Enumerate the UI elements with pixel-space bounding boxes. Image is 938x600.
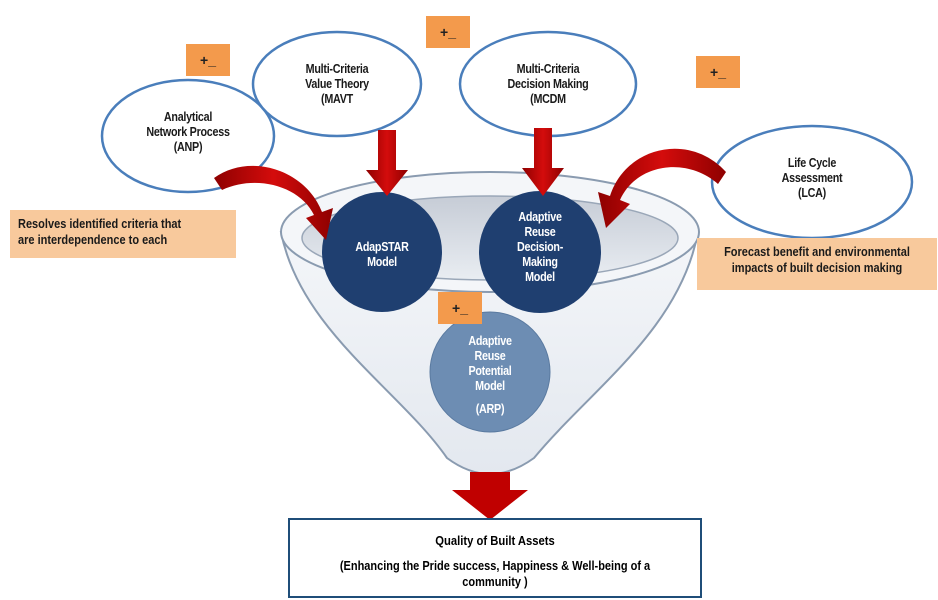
mcdm-label-line3: (MCDM xyxy=(530,92,566,106)
adapstar-label-line2: Model xyxy=(367,255,397,269)
lca-label-line3: (LCA) xyxy=(798,186,826,200)
mavt-plus-minus-badge: +_ xyxy=(426,16,470,48)
mavt-oval xyxy=(251,30,423,138)
mavt-label-line1: Multi-Criteria xyxy=(305,62,369,76)
anp-curved-arrow xyxy=(214,165,333,240)
arp-label-line3: Potential xyxy=(468,364,512,378)
arp-plus-minus-badge: +_ xyxy=(438,292,482,324)
arp-label-line4: Model xyxy=(475,379,505,393)
lca-note-line2: impacts of built decision making xyxy=(731,261,903,276)
result-box: Quality of Built Assets (Enhancing the P… xyxy=(288,518,702,598)
adapstar-circle xyxy=(322,192,442,312)
lca-label-line1: Life Cycle xyxy=(787,156,837,170)
anp-label: Analytical Network Process (ANP) xyxy=(128,110,248,155)
result-subtitle: (Enhancing the Pride success, Happiness … xyxy=(339,559,651,590)
arp-label-spacer xyxy=(447,394,533,402)
mcdm-label-line2: Decision Making xyxy=(507,77,589,91)
anp-note-line1: Resolves identified criteria that xyxy=(18,217,182,231)
lca-label: Life Cycle Assessment (LCA) xyxy=(760,156,863,201)
mavt-label-line2: Value Theory xyxy=(305,77,369,91)
mcdm-down-arrow xyxy=(522,128,564,196)
anp-label-line3: (ANP) xyxy=(173,140,203,154)
adapstar-label: AdapSTAR Model xyxy=(339,240,425,270)
output-arrow xyxy=(452,472,528,520)
mavt-label: Multi-Criteria Value Theory (MAVT xyxy=(277,62,397,107)
arp-circle xyxy=(429,311,551,433)
adapstar-label-line1: AdapSTAR xyxy=(355,240,409,254)
lca-note-line1: Forecast benefit and environmental xyxy=(724,245,910,259)
mcdm-plus-minus-badge: +_ xyxy=(696,56,740,88)
mavt-down-arrow xyxy=(366,130,408,196)
anp-note-line2: are interdependence to each xyxy=(18,233,168,248)
arp-label-line2: Reuse xyxy=(474,349,506,363)
result-title: Quality of Built Assets xyxy=(435,534,555,548)
ardm-label-line1: Adaptive xyxy=(518,210,562,224)
arp-label-line1: Adaptive xyxy=(468,334,512,348)
ardm-label: Adaptive Reuse Decision- Making Model xyxy=(497,210,583,285)
mcdm-label: Multi-Criteria Decision Making (MCDM xyxy=(488,62,608,107)
anp-oval xyxy=(100,78,276,194)
arp-label: Adaptive Reuse Potential Model (ARP) xyxy=(447,334,533,417)
anp-plus-minus-badge: +_ xyxy=(186,44,230,76)
lca-label-line2: Assessment xyxy=(781,171,843,185)
ardm-label-line4: Making xyxy=(522,255,558,269)
mcdm-label-line1: Multi-Criteria xyxy=(516,62,580,76)
anp-label-line1: Analytical xyxy=(163,110,213,124)
lca-curved-arrow xyxy=(598,148,726,228)
arp-label-line5: (ARP) xyxy=(475,402,505,416)
ardm-label-line5: Model xyxy=(525,270,555,284)
ardm-label-line3: Decision- xyxy=(516,240,564,254)
mavt-label-line3: (MAVT xyxy=(321,92,353,106)
ardm-circle xyxy=(479,191,601,313)
lca-note: Forecast benefit and environmental impac… xyxy=(697,238,937,290)
anp-label-line2: Network Process xyxy=(146,125,230,139)
anp-note: Resolves identified criteria that are in… xyxy=(10,210,236,258)
ardm-label-line2: Reuse xyxy=(524,225,556,239)
